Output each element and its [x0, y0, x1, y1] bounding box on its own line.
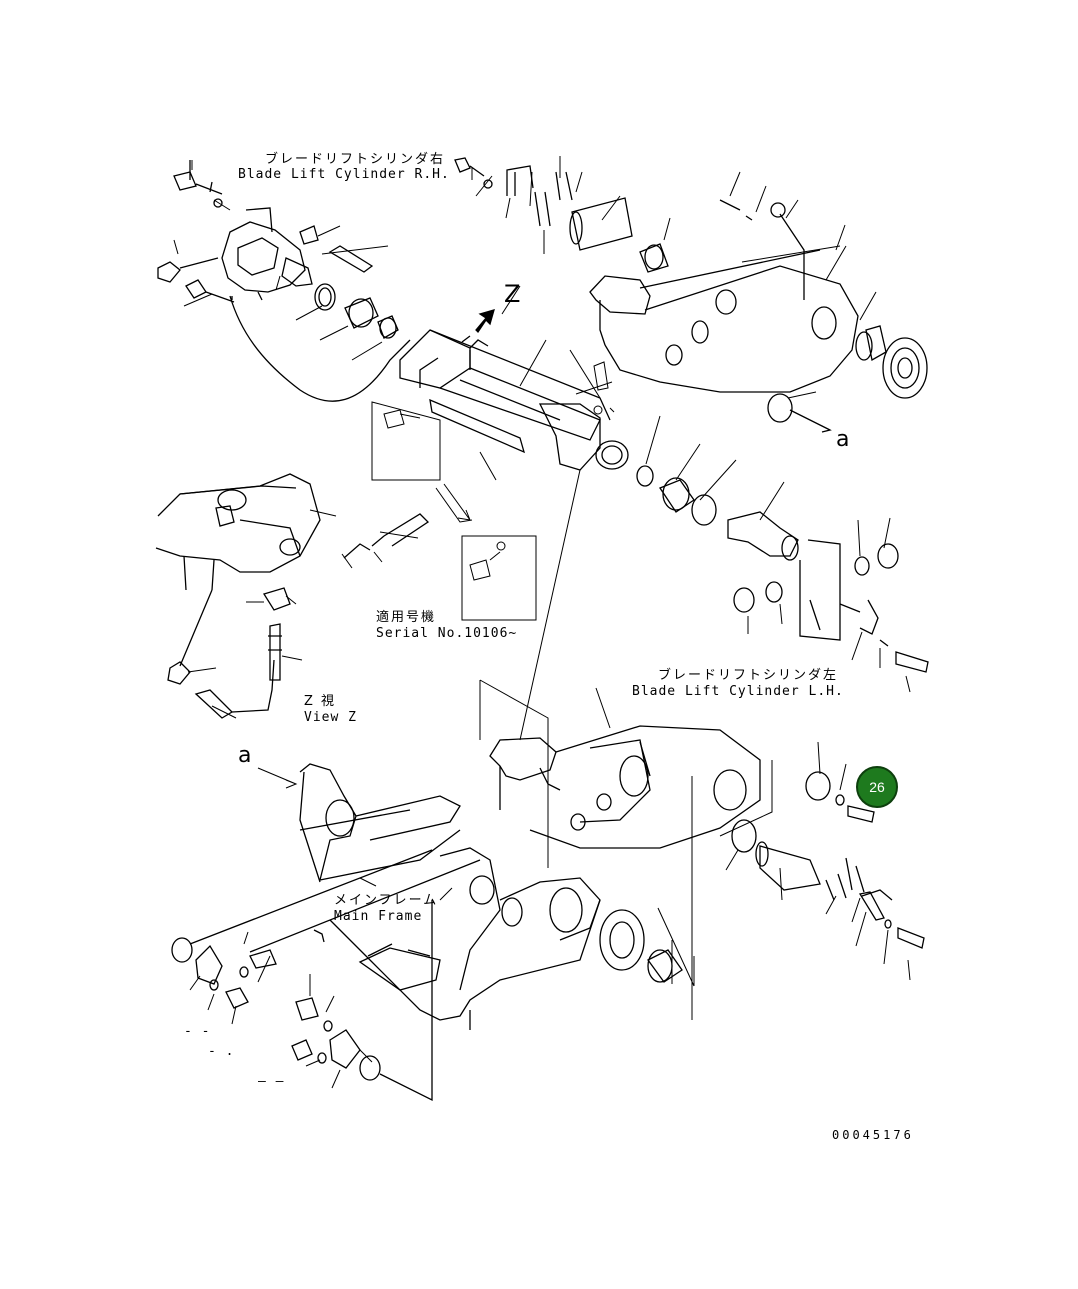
part-callout-26[interactable]: 26	[856, 766, 898, 808]
cylinder-rh-label: Blade Lift Cylinder R.H.	[238, 167, 450, 182]
view-z-label: View Z	[304, 710, 357, 725]
view-z-arrow	[476, 310, 494, 332]
cylinder-lh-label-jp: ブレードリフトシリンダ左	[658, 668, 839, 683]
marker-a-bottom: a	[238, 743, 253, 768]
main-frame	[300, 764, 682, 1030]
serial-label: Serial No.10106~	[376, 626, 518, 641]
serial-label-jp: 適用号機	[376, 610, 437, 625]
leader-lines	[174, 156, 910, 1088]
dash-mark-2: - .	[208, 1044, 235, 1059]
bracket-rh	[590, 200, 927, 432]
lower-parts	[172, 850, 480, 1100]
bracket-lh	[490, 726, 924, 948]
cylinder-rh-label-jp: ブレードリフトシリンダ右	[265, 152, 446, 167]
cylinder-rh-assembly	[158, 158, 668, 401]
drawing-number: 00045176	[832, 1128, 914, 1142]
marker-a-top: a	[836, 427, 851, 452]
left-bracket	[156, 474, 428, 718]
dash-mark-1: - -	[184, 1024, 211, 1039]
dash-mark-3: — —	[258, 1074, 285, 1089]
view-z-label-jp: Z 視	[304, 694, 337, 709]
cylinder-lh-label: Blade Lift Cylinder L.H.	[632, 684, 844, 699]
main-frame-label: Main Frame	[334, 909, 423, 924]
main-cylinder	[400, 330, 628, 470]
main-frame-label-jp: メインフレーム	[334, 893, 439, 908]
view-z-marker: Z	[504, 280, 522, 308]
pin-stack	[637, 466, 928, 672]
